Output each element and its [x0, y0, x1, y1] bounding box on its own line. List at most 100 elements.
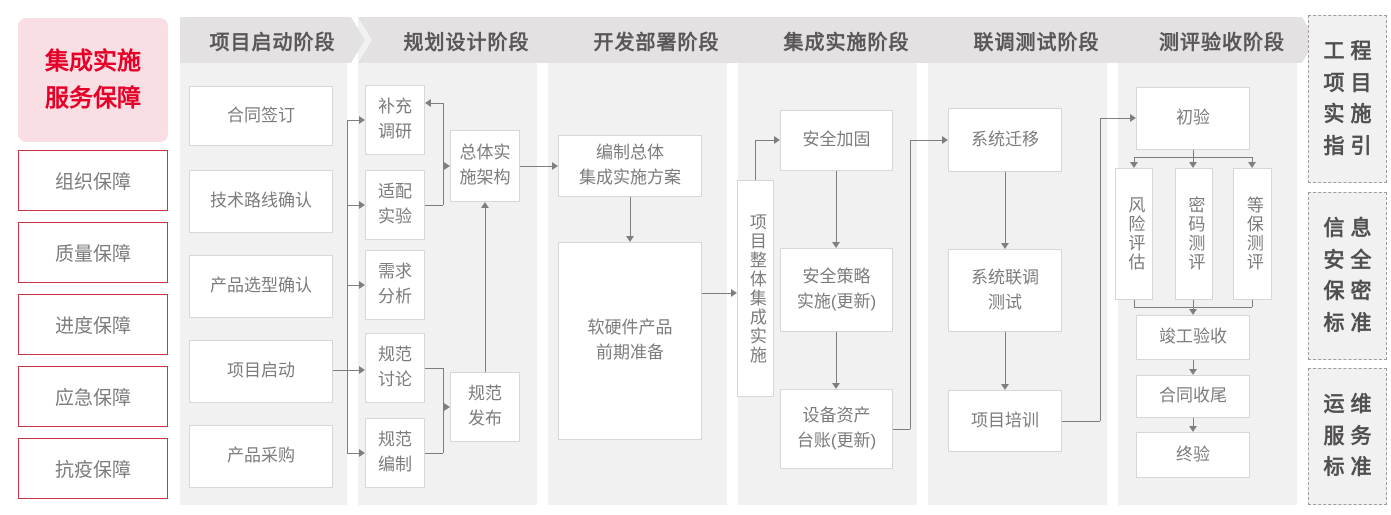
phase-header-kickoff: 项目启动阶段 [180, 17, 365, 63]
flow-line [425, 453, 443, 454]
flow-line [1100, 118, 1130, 119]
flow-line [1062, 421, 1100, 422]
phase-header-joint-test: 联调测试阶段 [928, 17, 1135, 63]
flow-line [333, 370, 359, 371]
flow-line [1193, 150, 1194, 162]
flow-line [893, 429, 910, 430]
flow-line [347, 453, 359, 454]
phase-header-planning-design: 规划设计阶段 [358, 17, 565, 63]
node-tech-route-confirm: 技术路线确认 [189, 170, 333, 233]
flow-arrow-down-icon [1189, 309, 1197, 315]
flow-line [836, 171, 837, 242]
flow-arrow-down-icon [1001, 243, 1009, 249]
node-project-training: 项目培训 [948, 390, 1062, 452]
flow-arrow-left-icon [425, 99, 431, 107]
flow-line [1193, 360, 1194, 369]
flow-line [347, 285, 359, 286]
flow-line [702, 293, 731, 294]
node-risk-assessment: 风险评估 [1115, 168, 1153, 300]
flow-line [425, 368, 443, 369]
sidebar-title: 集成实施 服务保障 [18, 18, 168, 142]
flow-line [425, 205, 443, 206]
flow-arrow-right-icon [359, 201, 365, 209]
flow-line [347, 120, 348, 453]
flow-arrow-right-icon [1130, 114, 1136, 122]
flow-arrow-down-icon [1189, 369, 1197, 375]
flow-line [755, 140, 756, 180]
node-security-hardening: 安全加固 [780, 110, 893, 171]
sidebar-item-emergency: 应急保障 [18, 366, 168, 427]
flow-line [1193, 418, 1194, 426]
flow-line [520, 166, 552, 167]
node-overall-implementation-architecture: 总体实 施架构 [450, 130, 520, 202]
phase-header-dev-deploy: 开发部署阶段 [548, 17, 755, 63]
node-initial-acceptance: 初验 [1136, 87, 1250, 150]
node-adaptation-test: 适配 实验 [365, 170, 425, 240]
flow-line [347, 205, 359, 206]
flow-line [1134, 157, 1252, 158]
sidebar-item-organization: 组织保障 [18, 150, 168, 211]
flow-line [755, 140, 774, 141]
flow-arrow-right-icon [359, 449, 365, 457]
node-crypto-evaluation: 密码测评 [1175, 168, 1213, 300]
flow-arrow-down-icon [1001, 384, 1009, 390]
sidebar-item-epidemic: 抗疫保障 [18, 438, 168, 499]
node-hw-sw-preparation: 软硬件产品 前期准备 [558, 242, 702, 440]
phase-header-evaluation-acceptance: 测评验收阶段 [1118, 17, 1316, 63]
standard-project-implementation-guide: 工程 项目 实施 指引 [1308, 15, 1387, 183]
flow-line [910, 140, 911, 429]
flow-arrow-right-icon [359, 281, 365, 289]
node-joint-debugging-test: 系统联调 测试 [948, 249, 1062, 332]
flow-arrow-right-icon [942, 136, 948, 144]
flow-line [630, 197, 631, 236]
flow-arrow-right-icon [731, 289, 737, 297]
flow-line [431, 103, 443, 104]
flow-arrow-down-icon [1248, 162, 1256, 168]
flow-arrow-right-icon [359, 366, 365, 374]
flow-line [836, 332, 837, 383]
sidebar-item-quality: 质量保障 [18, 222, 168, 283]
flow-line [1193, 307, 1194, 309]
flow-line [1005, 172, 1006, 243]
node-requirement-analysis: 需求 分析 [365, 250, 425, 320]
standard-infosec-confidentiality: 信息 安全 保密 标准 [1308, 192, 1387, 360]
node-product-procurement: 产品采购 [189, 425, 333, 488]
flow-line [1005, 332, 1006, 384]
node-completion-acceptance: 竣工验收 [1136, 315, 1250, 360]
node-security-policy-update: 安全策略 实施(更新) [780, 248, 893, 332]
flow-line [910, 140, 942, 141]
node-overall-integration-plan: 编制总体 集成实施方案 [558, 135, 702, 197]
node-product-selection-confirm: 产品选型确认 [189, 255, 333, 318]
flow-line [1100, 118, 1101, 421]
node-contract-signing: 合同签订 [189, 86, 333, 146]
node-system-migration: 系统迁移 [948, 108, 1062, 172]
flow-arrow-right-icon [444, 162, 450, 170]
standard-operation-maintenance: 运维 服务 标准 [1308, 368, 1387, 505]
flow-line [1134, 157, 1135, 162]
flow-line [1134, 300, 1135, 307]
node-spec-release: 规范 发布 [450, 372, 520, 442]
node-contract-closure: 合同收尾 [1136, 375, 1250, 418]
node-classified-protection-evaluation: 等保测评 [1233, 168, 1272, 300]
flow-arrow-down-icon [832, 383, 840, 389]
node-final-acceptance: 终验 [1136, 432, 1250, 478]
flow-arrow-right-icon [552, 162, 558, 170]
node-spec-discussion: 规范 讨论 [365, 333, 425, 403]
flow-arrow-down-icon [832, 242, 840, 248]
flow-line [485, 208, 486, 372]
flow-line [443, 368, 444, 453]
flow-line [1252, 157, 1253, 162]
flow-line [347, 120, 359, 121]
flow-line [1252, 300, 1253, 307]
flow-arrow-down-icon [1189, 162, 1197, 168]
flow-arrow-down-icon [626, 236, 634, 242]
node-supplementary-research: 补充 调研 [365, 85, 425, 155]
node-asset-ledger-update: 设备资产 台账(更新) [780, 389, 893, 469]
phase-header-integration: 集成实施阶段 [738, 17, 945, 63]
flow-arrow-down-icon [1189, 426, 1197, 432]
flow-line [443, 103, 444, 205]
node-spec-drafting: 规范 编制 [365, 418, 425, 488]
flow-arrow-right-icon [444, 403, 450, 411]
flow-arrow-down-icon [1130, 162, 1138, 168]
